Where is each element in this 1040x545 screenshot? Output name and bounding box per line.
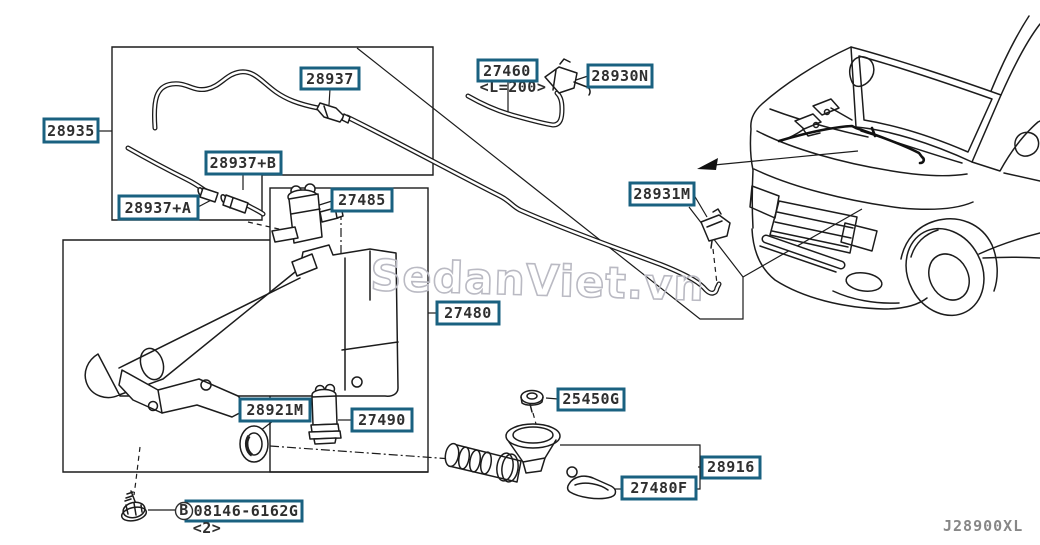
location-arrow-icon xyxy=(697,158,718,170)
svg-text:28937+A: 28937+A xyxy=(125,199,192,217)
svg-text:28935: 28935 xyxy=(47,122,95,140)
svg-text:27460: 27460 xyxy=(483,62,531,80)
svg-text:27485: 27485 xyxy=(338,191,386,209)
bolt-drawing xyxy=(120,490,148,522)
washer-pump-27485-drawing xyxy=(271,183,344,244)
svg-text:27480F: 27480F xyxy=(630,479,687,497)
filler-neck-28916-drawing xyxy=(444,389,617,500)
watermark-text: SedanViet.vn xyxy=(370,251,706,311)
headlamp xyxy=(749,185,780,219)
bracket-screw xyxy=(566,466,578,478)
side-mirror xyxy=(1014,131,1040,157)
bracket-plate-27480F xyxy=(566,475,617,500)
svg-text:28921M: 28921M xyxy=(246,401,303,419)
windshield xyxy=(850,46,1002,163)
svg-text:28930N: 28930N xyxy=(591,67,648,85)
part-label-27485: 27485 xyxy=(330,187,394,213)
part-label-27460: <L=200> 27460 xyxy=(476,58,546,96)
hose-joint-28937B xyxy=(220,194,249,214)
rearview-mirror xyxy=(849,56,875,88)
tank-bracket xyxy=(118,369,250,418)
svg-text:28931M: 28931M xyxy=(633,185,690,203)
part-label-25450G: 25450G xyxy=(556,387,626,412)
bumper xyxy=(751,228,928,310)
svg-text:25450G: 25450G xyxy=(562,390,619,408)
svg-text:28937: 28937 xyxy=(306,70,354,88)
part-label-28937: 28937 xyxy=(299,66,361,91)
svg-text:08146-6162G: 08146-6162G xyxy=(194,502,299,520)
fog-lamp xyxy=(845,271,883,293)
svg-text:B: B xyxy=(179,501,189,519)
part-label-27480: 27480 xyxy=(435,300,501,326)
wheel-arch xyxy=(900,218,998,292)
washer-tank-drawing xyxy=(84,244,399,418)
front-wheel xyxy=(905,227,985,317)
part-label-28937A: 28937+A xyxy=(117,194,200,221)
svg-text:28916: 28916 xyxy=(707,458,755,476)
part-label-28921M: 28921M xyxy=(238,397,312,423)
part-label-28930N: 28930N xyxy=(586,63,654,89)
svg-text:27480: 27480 xyxy=(444,304,492,322)
svg-text:27490: 27490 xyxy=(358,411,406,429)
part-label-28937B: 28937+B xyxy=(204,150,283,176)
hose-joint-28937 xyxy=(316,102,351,124)
grommet-28921M-drawing xyxy=(239,425,269,463)
part-label-bolt: B 08146-6162G <2> xyxy=(174,499,304,537)
part-label-27490: 27490 xyxy=(350,407,414,433)
drawing-code: J28900XL xyxy=(943,517,1023,535)
svg-text:28937+B: 28937+B xyxy=(210,154,277,172)
circled-letter-icon xyxy=(174,501,194,521)
hood-washer-hose xyxy=(777,124,926,165)
washer-nozzle-28931M xyxy=(700,208,731,249)
washer-pump-27490-drawing xyxy=(308,383,342,445)
check-valve-28930N xyxy=(544,58,591,96)
vehicle-illustration xyxy=(749,15,1040,317)
hose-joint-28937A xyxy=(197,187,219,203)
grille xyxy=(769,200,858,254)
part-label-28916: 28916 xyxy=(700,455,762,480)
hood-nozzle-assembly xyxy=(780,98,853,142)
svg-text:<2>: <2> xyxy=(193,519,222,537)
part-label-27480F: 27480F xyxy=(620,475,698,501)
part-label-28935: 28935 xyxy=(42,117,100,144)
part-label-28931M: 28931M xyxy=(628,181,696,207)
